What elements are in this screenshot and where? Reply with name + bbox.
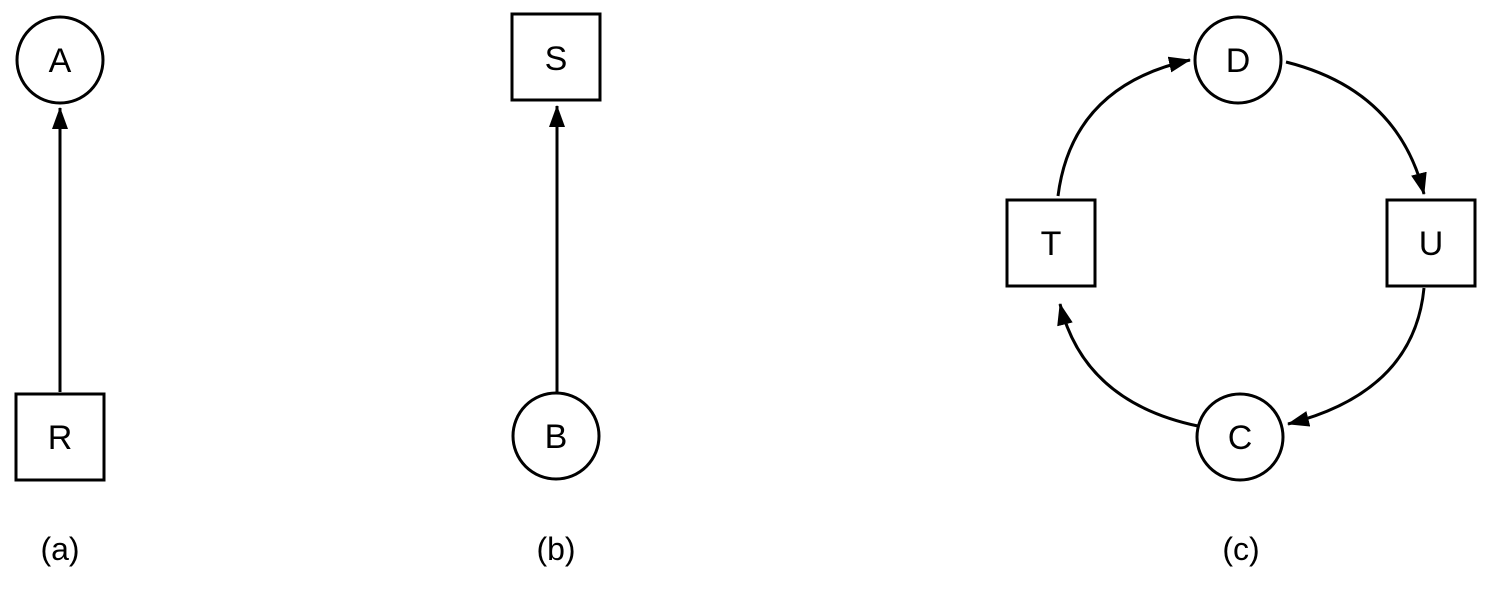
resource-node-r [14, 392, 106, 482]
resource-node-s [510, 12, 602, 102]
process-label-b: B [545, 418, 568, 456]
caption-b: (b) [536, 531, 575, 567]
edge-d-to-u [1285, 60, 1427, 195]
process-node-b [511, 391, 601, 481]
resource-label-r: R [48, 419, 73, 457]
process-label-a: A [49, 42, 72, 80]
edge-u-to-c [1287, 287, 1426, 427]
edge-c-to-t [1057, 303, 1199, 428]
edge-t-to-d [1056, 56, 1191, 197]
process-label-d: D [1226, 42, 1251, 80]
caption-a: (a) [40, 531, 79, 567]
process-node-d [1193, 15, 1283, 105]
process-node-c [1195, 392, 1285, 482]
resource-label-s: S [545, 40, 568, 78]
resource-node-u [1385, 198, 1477, 288]
process-node-a [15, 15, 105, 105]
resource-node-t [1005, 198, 1097, 288]
process-label-c: C [1228, 419, 1253, 457]
caption-c: (c) [1222, 531, 1259, 567]
resource-label-t: T [1041, 225, 1062, 263]
diagram-a: A R (a) [14, 15, 106, 567]
diagram-c: D U C T (c) [1005, 15, 1477, 567]
resource-label-u: U [1419, 225, 1444, 263]
diagram-b: S B (b) [510, 12, 602, 567]
